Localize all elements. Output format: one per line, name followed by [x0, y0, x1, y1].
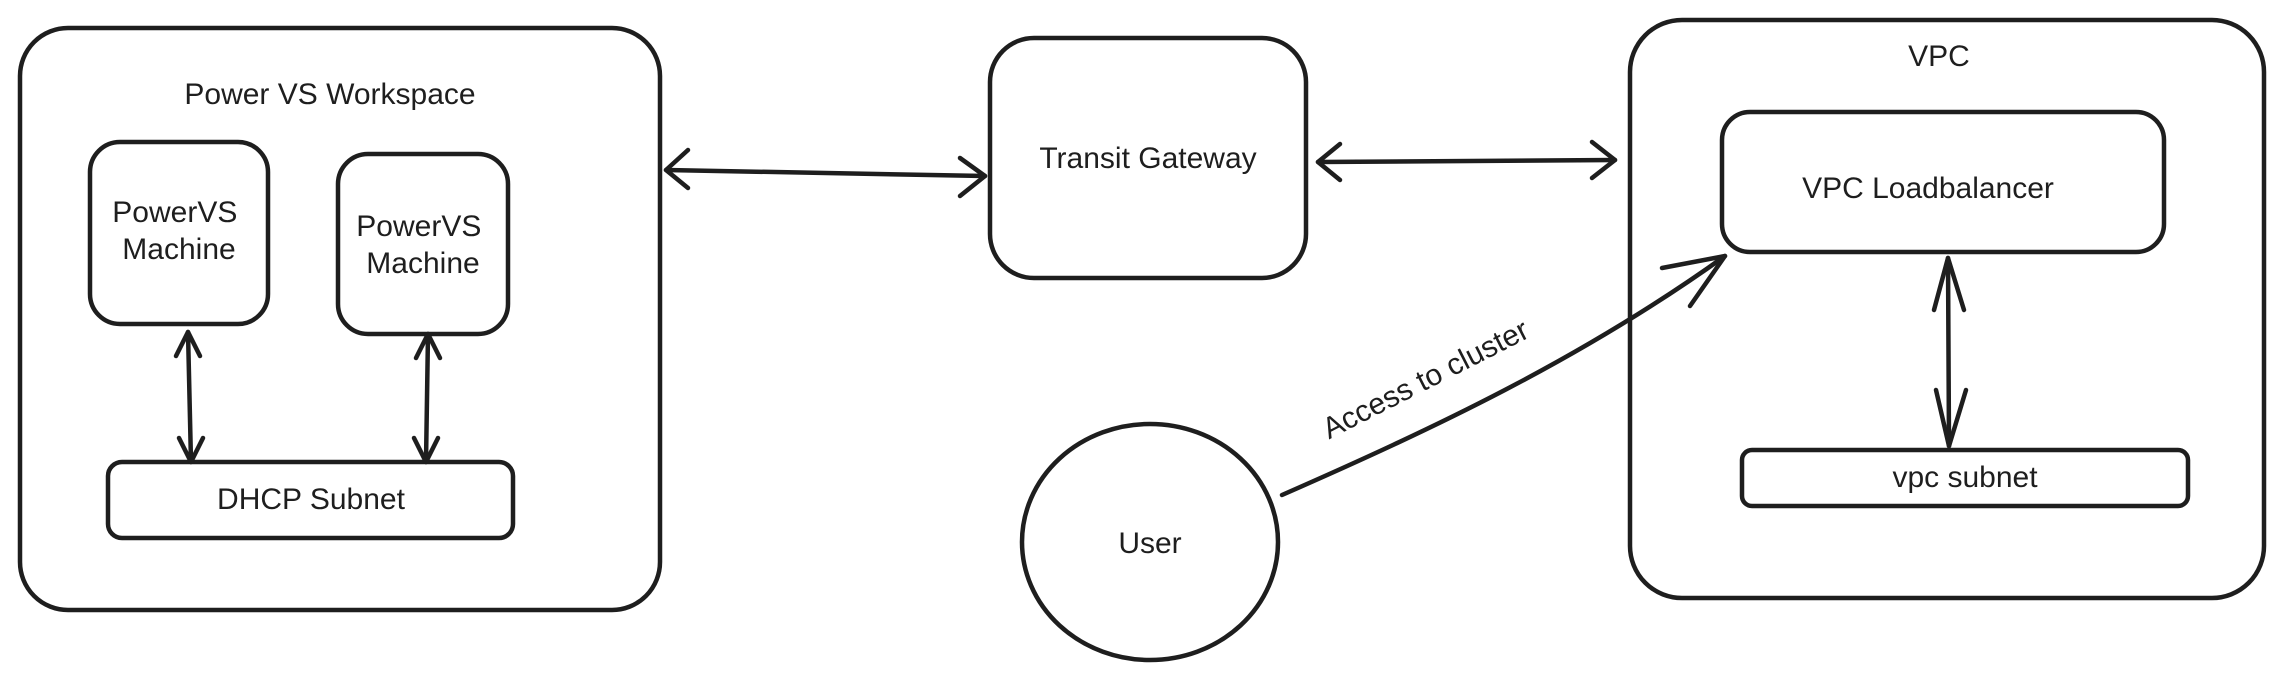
machine-2-dhcp-arrow	[411, 331, 443, 465]
dhcp-subnet-box	[105, 459, 516, 541]
transit-gateway-group: Transit Gateway	[987, 35, 1309, 281]
powervs-machine-1-line-1: PowerVS	[112, 196, 237, 229]
transit-gateway-label: Transit Gateway	[1039, 142, 1256, 175]
vpc-subnet-label: vpc subnet	[1892, 461, 2038, 494]
powervs-machine-2-line-2: Machine	[366, 247, 479, 280]
powervs-machine-2-box	[335, 151, 511, 337]
powervs-workspace-box	[17, 25, 663, 613]
machine-1-dhcp-arrow	[173, 329, 206, 465]
user-group: User	[1019, 421, 1281, 663]
powervs-machine-2-line-1: PowerVS	[356, 210, 481, 243]
transit-vpc-arrow	[1315, 139, 1618, 183]
user-loadbalancer-arrow: Access to cluster	[1279, 253, 1728, 498]
powervs-workspace-group: Power VS Workspace PowerVS Machine Power…	[17, 25, 663, 613]
workspace-transit-arrow	[663, 147, 988, 199]
powervs-machine-1-line-2: Machine	[122, 233, 235, 266]
powervs-machine-2-label: PowerVS Machine	[356, 210, 489, 280]
powervs-machine-1-box	[87, 139, 271, 327]
vpc-group: VPC VPC Loadbalancer vpc subnet	[1627, 17, 2267, 601]
user-label: User	[1118, 527, 1181, 560]
vpc-loadbalancer-box	[1719, 109, 2167, 255]
vpc-box	[1627, 17, 2267, 601]
vpc-loadbalancer-label: VPC Loadbalancer	[1802, 172, 2054, 205]
vpc-subnet-box	[1739, 447, 2191, 509]
powervs-machine-1-label: PowerVS Machine	[112, 196, 245, 266]
loadbalancer-subnet-arrow	[1931, 255, 1969, 449]
access-to-cluster-label: Access to cluster	[1317, 313, 1534, 445]
transit-gateway-box	[987, 35, 1309, 281]
vpc-label: VPC	[1908, 40, 1970, 73]
powervs-workspace-label: Power VS Workspace	[184, 78, 475, 111]
dhcp-subnet-label: DHCP Subnet	[217, 483, 406, 516]
user-circle	[1019, 421, 1281, 663]
